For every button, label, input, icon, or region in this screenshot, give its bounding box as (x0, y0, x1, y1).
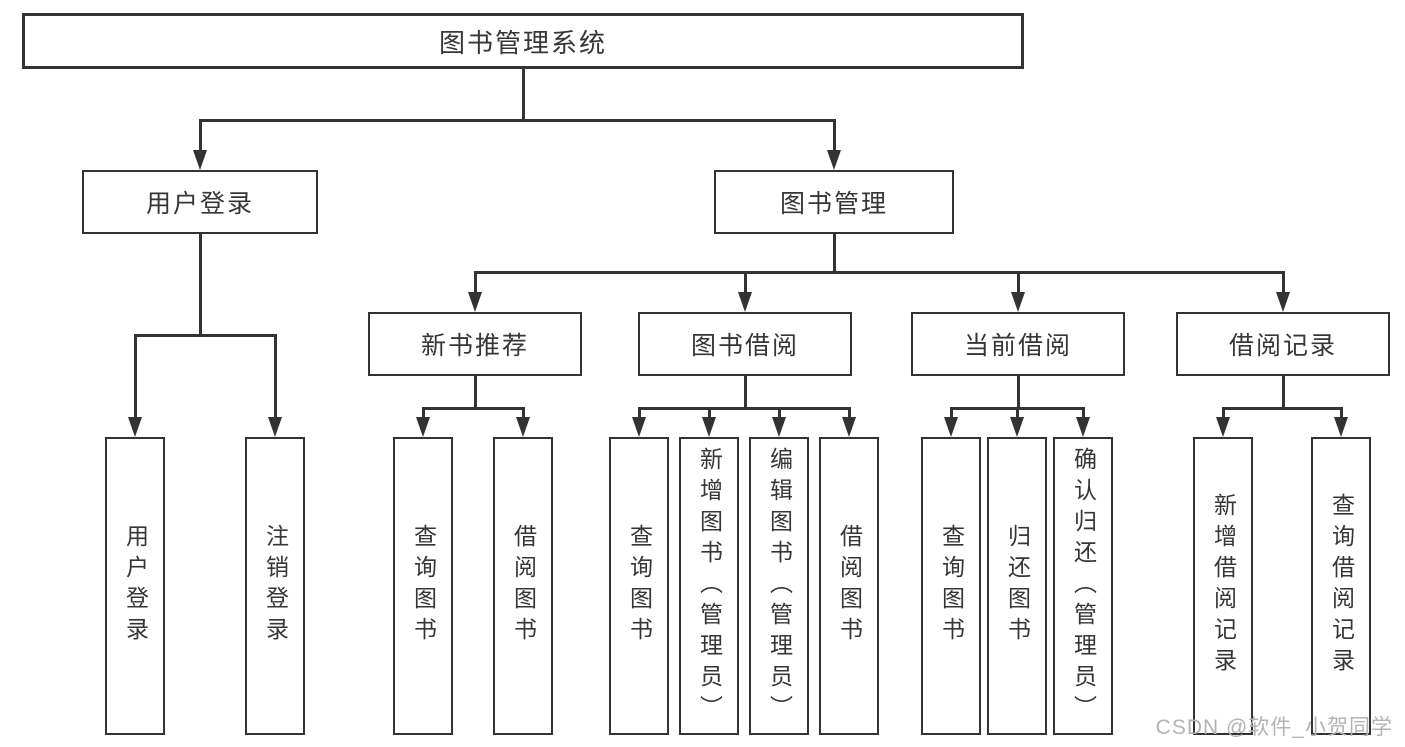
leaf-query-books-current: 查询图书 (921, 437, 981, 735)
arrow-down-icon (416, 417, 430, 437)
connector-records-branch (1222, 407, 1343, 410)
connector-root-branch (199, 119, 836, 122)
connector-stub (522, 407, 525, 417)
connector-stub (950, 407, 953, 417)
connector-stub (1082, 407, 1085, 417)
connector-records-vertical (1282, 376, 1285, 407)
connector-stub (1340, 407, 1343, 417)
connector-new-book-branch (422, 407, 525, 410)
arrow-down-icon (1276, 292, 1290, 312)
connector-stub (422, 407, 425, 417)
csdn-watermark: CSDN @软件_小贺同学 (1155, 716, 1393, 739)
connector-stub (744, 271, 747, 292)
arrow-down-icon (842, 417, 856, 437)
leaf-add-borrow-record: 新增借阅记录 (1193, 437, 1253, 735)
connector-user-login-vertical (199, 234, 202, 334)
arrow-down-icon (1010, 417, 1024, 437)
connector-book-borrow-vertical (744, 376, 747, 407)
connector-book-mgmt-vertical (833, 234, 836, 271)
leaf-user-login: 用户登录 (105, 437, 165, 735)
node-new-book-recommend: 新书推荐 (368, 312, 582, 376)
leaf-query-books-recommend: 查询图书 (393, 437, 453, 735)
arrow-down-icon (468, 292, 482, 312)
leaf-return-books: 归还图书 (987, 437, 1047, 735)
leaf-logout: 注销登录 (245, 437, 305, 735)
arrow-down-icon (1076, 417, 1090, 437)
leaf-query-books-borrow: 查询图书 (609, 437, 669, 735)
arrow-down-icon (1011, 292, 1025, 312)
connector-stub (638, 407, 641, 417)
node-current-borrowing: 当前借阅 (911, 312, 1125, 376)
node-root-system: 图书管理系统 (22, 13, 1024, 69)
arrow-down-icon (827, 150, 841, 170)
connector-user-login-branch (134, 334, 277, 337)
arrow-down-icon (772, 417, 786, 437)
node-book-borrowing: 图书借阅 (638, 312, 852, 376)
leaf-query-borrow-record: 查询借阅记录 (1311, 437, 1371, 735)
connector-stub (474, 271, 477, 292)
leaf-borrow-books-recommend: 借阅图书 (493, 437, 553, 735)
arrow-down-icon (193, 150, 207, 170)
leaf-edit-books-admin: 编辑图书（管理员） (749, 437, 809, 735)
arrow-down-icon (632, 417, 646, 437)
node-user-login: 用户登录 (82, 170, 318, 234)
connector-book-mgmt-branch (474, 271, 1285, 274)
connector-stub (199, 119, 202, 150)
arrow-down-icon (1334, 417, 1348, 437)
connector-stub (778, 407, 781, 417)
connector-stub (134, 334, 137, 417)
connector-stub (1282, 271, 1285, 292)
connector-stub (833, 119, 836, 150)
connector-stub (274, 334, 277, 417)
node-book-management: 图书管理 (714, 170, 954, 234)
leaf-confirm-return-admin: 确认归还（管理员） (1053, 437, 1113, 735)
connector-stub (848, 407, 851, 417)
connector-stub (1222, 407, 1225, 417)
arrow-down-icon (128, 417, 142, 437)
connector-stub (708, 407, 711, 417)
arrow-down-icon (738, 292, 752, 312)
arrow-down-icon (702, 417, 716, 437)
arrow-down-icon (516, 417, 530, 437)
arrow-down-icon (1216, 417, 1230, 437)
node-borrowing-records: 借阅记录 (1176, 312, 1390, 376)
connector-stub (1016, 407, 1019, 417)
connector-root-vertical (522, 69, 525, 119)
connector-current-borrow-vertical (1017, 376, 1020, 407)
connector-stub (1017, 271, 1020, 292)
leaf-add-books-admin: 新增图书（管理员） (679, 437, 739, 735)
connector-new-book-vertical (474, 376, 477, 407)
connector-book-borrow-branch (638, 407, 851, 410)
leaf-borrow-books: 借阅图书 (819, 437, 879, 735)
arrow-down-icon (944, 417, 958, 437)
arrow-down-icon (268, 417, 282, 437)
